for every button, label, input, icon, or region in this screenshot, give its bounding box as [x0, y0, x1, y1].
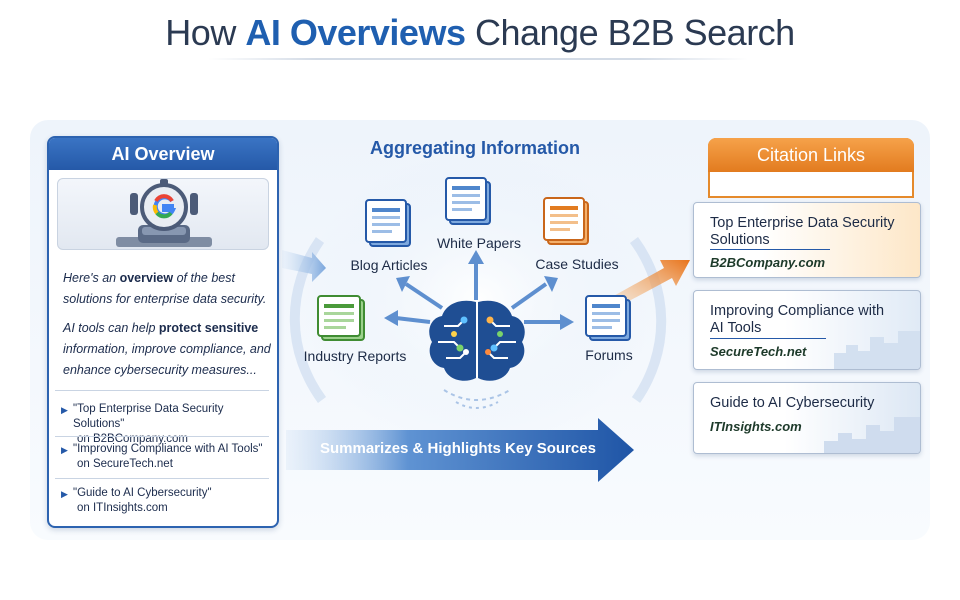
- overview-source-item[interactable]: ▶ "Top Enterprise Data Security Solution…: [61, 403, 224, 445]
- title-underline: [710, 249, 830, 250]
- ai-overview-heading: AI Overview: [49, 138, 277, 170]
- case-studies-icon: [543, 197, 589, 245]
- citation-heading: Citation Links: [708, 138, 914, 172]
- summary-arrow-label: Summarizes & Highlights Key Sources: [320, 440, 596, 457]
- card-skyline-graphic: [824, 417, 920, 453]
- bullet-icon: ▶: [61, 445, 68, 455]
- citation-arrow: [610, 260, 690, 308]
- source-white-papers: White Papers: [436, 235, 522, 251]
- bullet-icon: ▶: [61, 489, 68, 499]
- title-underline: [710, 338, 826, 339]
- overview-summary: Here's an overview of the best solutions…: [63, 268, 273, 381]
- overview-paragraph-2: AI tools can help protect sensitive info…: [63, 321, 271, 377]
- source-blog-articles: Blog Articles: [350, 257, 428, 273]
- source-forums: Forums: [585, 347, 633, 363]
- overview-divider: [55, 436, 269, 437]
- overview-source-item[interactable]: ▶ "Improving Compliance with AI Tools" o…: [61, 443, 263, 470]
- citation-card[interactable]: Improving Compliance with AI Tools Secur…: [693, 290, 921, 370]
- card-skyline-graphic: [834, 331, 920, 369]
- citation-card[interactable]: Guide to AI Cybersecurity ITInsights.com: [693, 382, 921, 454]
- white-papers-icon: [445, 177, 491, 225]
- title-divider: [208, 58, 748, 60]
- source-arrows: [384, 250, 574, 330]
- title-prefix: How: [165, 12, 236, 53]
- page-title: How AI Overviews Change B2B Search: [0, 12, 960, 54]
- ai-brain-icon: [429, 300, 525, 381]
- title-suffix: Change B2B Search: [474, 12, 795, 53]
- robot-banner: [57, 178, 269, 250]
- industry-reports-icon: [317, 295, 365, 341]
- citation-site[interactable]: SecureTech.net: [710, 344, 807, 359]
- citation-title: Top Enterprise Data Security Solutions: [710, 215, 895, 248]
- source-case-studies: Case Studies: [535, 256, 619, 272]
- citation-title: Improving Compliance with AI Tools: [710, 303, 885, 336]
- overview-divider: [55, 478, 269, 479]
- summary-arrow: [286, 418, 634, 482]
- citation-card[interactable]: Top Enterprise Data Security Solutions B…: [693, 202, 921, 278]
- citation-site[interactable]: ITInsights.com: [710, 419, 802, 434]
- overview-inflow-arrow: [282, 250, 326, 282]
- citation-title: Guide to AI Cybersecurity: [710, 395, 875, 411]
- ai-overview-panel: AI Overview Here's an overview of the be…: [47, 136, 279, 528]
- source-industry-reports: Industry Reports: [303, 348, 407, 364]
- forums-icon: [585, 295, 631, 341]
- title-highlight: AI Overviews: [245, 12, 466, 53]
- google-robot-icon: [116, 179, 212, 247]
- overview-divider: [55, 390, 269, 391]
- overview-source-item[interactable]: ▶ "Guide to AI Cybersecurity" on ITInsig…: [61, 487, 212, 514]
- overview-paragraph-1: Here's an overview of the best solutions…: [63, 271, 267, 306]
- citation-site[interactable]: B2BCompany.com: [710, 255, 826, 270]
- bullet-icon: ▶: [61, 405, 68, 415]
- blog-articles-icon: [365, 199, 411, 247]
- aggregation-heading: Aggregating Information: [370, 138, 580, 158]
